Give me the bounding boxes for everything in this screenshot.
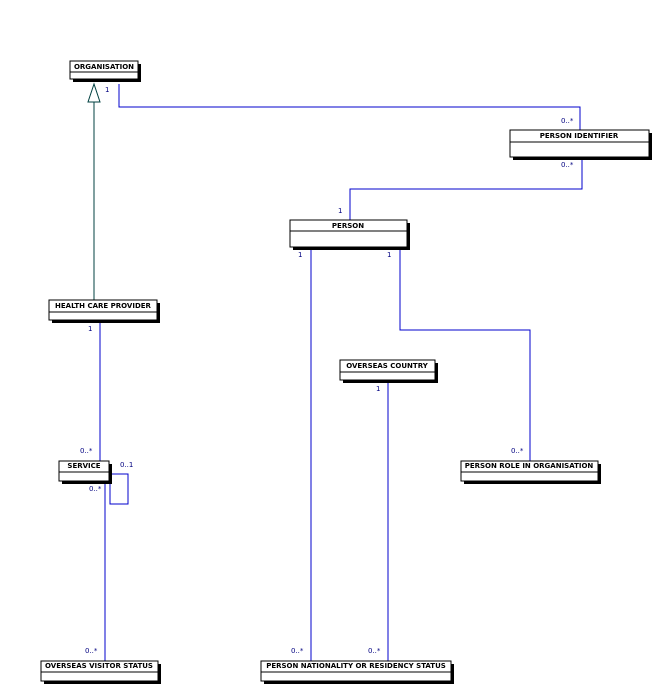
mult-pid-person-pid: 0..* — [561, 161, 574, 169]
entity-overseas-visitor-status-name: OVERSEAS VISITOR STATUS — [45, 662, 153, 670]
entity-person[interactable]: PERSON — [289, 219, 410, 250]
entity-overseas-visitor-status[interactable]: OVERSEAS VISITOR STATUS — [40, 660, 161, 684]
entity-overseas-country[interactable]: OVERSEAS COUNTRY — [339, 359, 438, 383]
assoc-person-role[interactable] — [399, 248, 531, 461]
entity-person-nationality-or-residency-status[interactable]: PERSON NATIONALITY OR RESIDENCY STATUS — [260, 660, 454, 684]
mult-nationality-from-country: 0..* — [368, 647, 381, 655]
mult-country-nationality: 1 — [376, 385, 380, 393]
mult-hcp-service-service: 0..* — [80, 447, 93, 455]
entity-person-name: PERSON — [332, 222, 364, 230]
assoc-service-self[interactable] — [109, 473, 129, 505]
entity-health-care-provider[interactable]: HEALTH CARE PROVIDER — [48, 299, 160, 323]
mult-hcp-service-hcp: 1 — [88, 325, 92, 333]
entity-person-role-name: PERSON ROLE IN ORGANISATION — [465, 462, 594, 470]
entity-organisation[interactable]: ORGANISATION — [69, 60, 141, 82]
entity-person-nationality-name: PERSON NATIONALITY OR RESIDENCY STATUS — [266, 662, 446, 670]
mult-service-self-many: 0..* — [89, 485, 102, 493]
entity-service[interactable]: SERVICE — [58, 460, 112, 484]
entity-service-name: SERVICE — [67, 462, 100, 470]
assoc-person-identifier-person[interactable] — [349, 158, 583, 220]
entity-overseas-country-name: OVERSEAS COUNTRY — [346, 362, 428, 370]
multiplicity-labels: 1 0..* 0..* 1 1 1 1 1 0..* 0..* 0..1 0..… — [80, 86, 574, 655]
mult-service-self-one: 0..1 — [120, 461, 133, 469]
entity-person-identifier[interactable]: PERSON IDENTIFIER — [509, 129, 652, 160]
mult-org-pid-pid: 0..* — [561, 117, 574, 125]
entity-person-role-in-organisation[interactable]: PERSON ROLE IN ORGANISATION — [460, 460, 601, 484]
mult-org-pid-org: 1 — [105, 86, 109, 94]
mult-pid-person-person: 1 — [338, 207, 342, 215]
mult-role-from-person: 0..* — [511, 447, 524, 455]
mult-person-nationality: 1 — [298, 251, 302, 259]
mult-person-role: 1 — [387, 251, 391, 259]
mult-nationality-from-person: 0..* — [291, 647, 304, 655]
association-lines — [99, 84, 583, 661]
assoc-organisation-person-identifier[interactable] — [118, 84, 581, 130]
entity-health-care-provider-name: HEALTH CARE PROVIDER — [55, 302, 151, 310]
mult-visitor-from-service: 0..* — [85, 647, 98, 655]
entity-person-identifier-name: PERSON IDENTIFIER — [540, 132, 619, 140]
generalization-hcp-organisation — [87, 82, 101, 300]
entity-organisation-name: ORGANISATION — [74, 63, 134, 71]
